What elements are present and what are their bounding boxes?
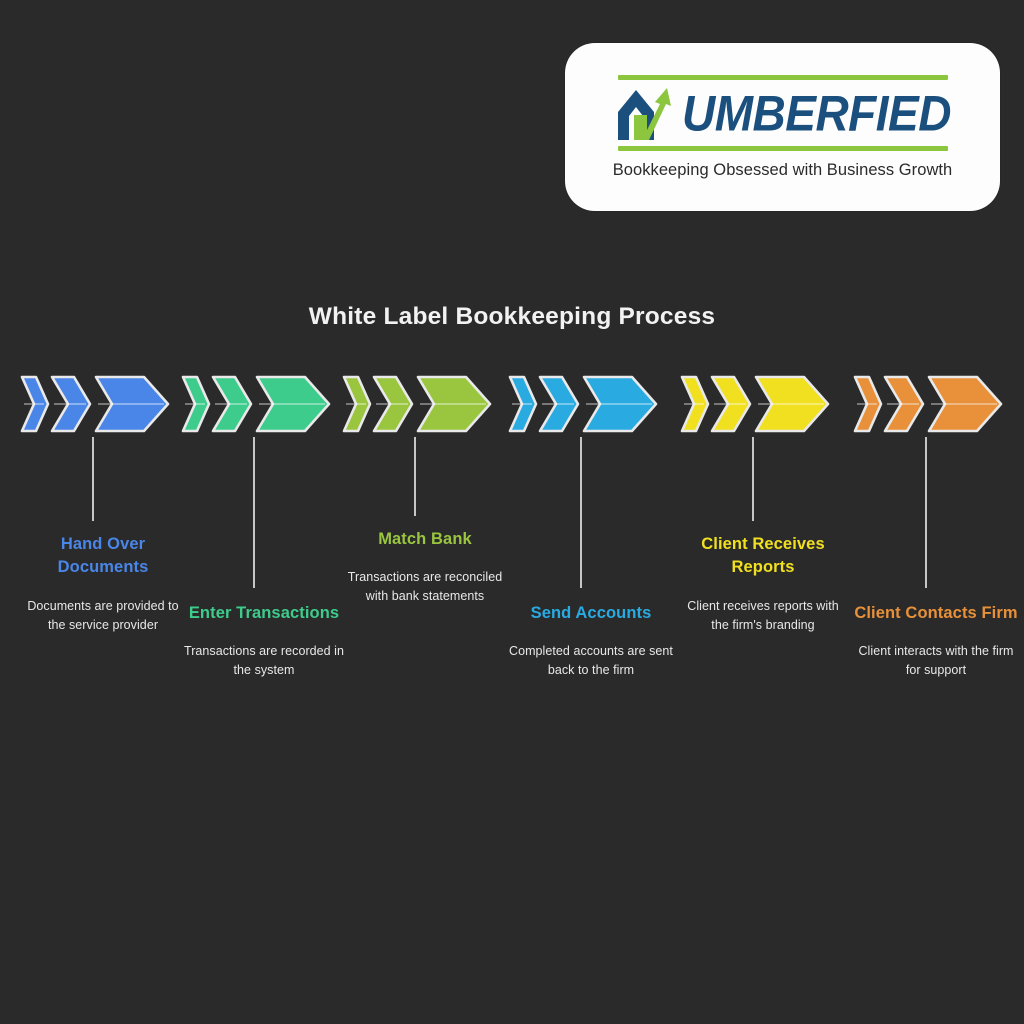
- step-connector-line-2: [253, 437, 255, 588]
- step-description-1: Documents are provided to the service pr…: [27, 598, 179, 632]
- step-chevron-arrows-6: [851, 373, 1021, 435]
- logo-tagline: Bookkeeping Obsessed with Business Growt…: [612, 160, 953, 179]
- step-description-3: Transactions are reconciled with bank st…: [347, 570, 503, 604]
- logo-card: UMBERFIED Bookkeeping Obsessed with Busi…: [565, 43, 1000, 211]
- step-heading-2: Enter Transactions: [188, 604, 340, 622]
- step-connector-line-4: [580, 437, 582, 588]
- step-heading-6: Client Contacts Firm: [854, 604, 1018, 622]
- step-chevron-arrows-2: [179, 373, 349, 435]
- logo-wordmark-text: UMBERFIED: [682, 84, 951, 141]
- logo-wordmark: UMBERFIED: [614, 82, 951, 144]
- step-connector-line-3: [414, 437, 416, 516]
- numberfied-n-arrow-icon: [614, 82, 688, 144]
- step-chevron-arrows-1: [18, 373, 188, 435]
- step-heading-1: Hand Over Documents: [57, 535, 149, 577]
- step-description-4: Completed accounts are sent back to the …: [509, 644, 673, 678]
- step-connector-line-6: [925, 437, 927, 588]
- step-chevron-arrows-3: [340, 373, 510, 435]
- logo-rule-bottom: [617, 145, 948, 151]
- step-heading-3: Match Bank: [378, 530, 472, 548]
- step-heading-5: Client Receives Reports: [701, 535, 825, 577]
- step-description-2: Transactions are recorded in the system: [183, 644, 345, 678]
- step-connector-line-1: [92, 437, 94, 521]
- page-title: White Label Bookkeeping Process: [308, 303, 716, 330]
- step-heading-4: Send Accounts: [530, 604, 652, 622]
- step-description-5: Client receives reports with the firm's …: [687, 598, 839, 632]
- step-description-6: Client interacts with the firm for suppo…: [858, 644, 1014, 678]
- logo-rule-top: [617, 74, 948, 80]
- step-connector-line-5: [752, 437, 754, 521]
- step-chevron-arrows-4: [506, 373, 676, 435]
- step-chevron-arrows-5: [678, 373, 848, 435]
